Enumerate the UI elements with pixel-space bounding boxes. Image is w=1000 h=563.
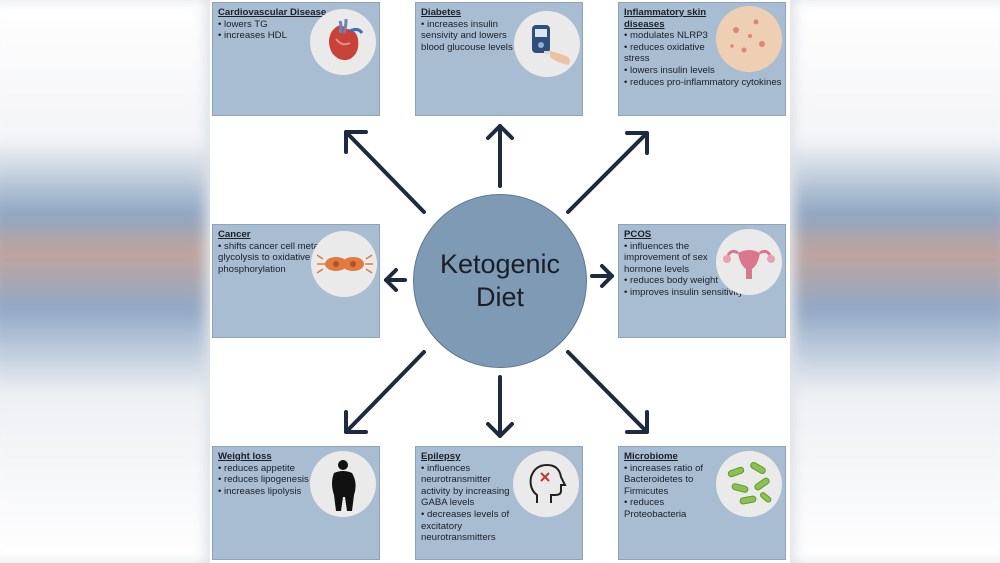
- pcos-point-2: reduces body weight: [624, 275, 784, 287]
- pcos-point-1: influences the improvement of sex hormon…: [624, 241, 722, 276]
- epilepsy-title: Epilepsy: [421, 451, 461, 462]
- skin-point-4: reduces pro-inflammatory cytokines: [624, 77, 784, 89]
- cardio-point-2: increases HDL: [218, 30, 310, 42]
- skin-point-3: lowers insulin levels: [624, 65, 784, 77]
- pcos-title: PCOS: [624, 229, 652, 240]
- microbiome-title: Microbiome: [624, 451, 678, 462]
- pcos-point-3: improves insulin sensitivity: [624, 287, 784, 299]
- cardio-point-1: lowers TG: [218, 19, 310, 31]
- skin-point-1: modulates NLRP3: [624, 30, 784, 42]
- diabetes-point-1: increases insulin sensivity and lowers b…: [421, 19, 521, 54]
- uterus-icon: [716, 229, 782, 295]
- bacteria-icon: [716, 451, 782, 517]
- skin-diseases-box: Inflammatory skin diseases modulates NLR…: [618, 2, 786, 116]
- cardiovascular-box: Cardiovascular Disease lowers TG increas…: [212, 2, 380, 116]
- weight-point-1: reduces appetite: [218, 463, 314, 475]
- weight-point-3: increases lipolysis: [218, 486, 314, 498]
- skin-acne-icon: [716, 6, 782, 72]
- body-silhouette-icon: [310, 451, 376, 517]
- hub-label-line2: Diet: [475, 282, 524, 312]
- microbiome-box: Microbiome increases ratio of Bacteroide…: [618, 446, 786, 560]
- background-left: [0, 0, 205, 563]
- cancer-title: Cancer: [218, 229, 251, 240]
- cancer-box: Cancer shifts cancer cell metabolism fro…: [212, 224, 380, 338]
- glucose-meter-icon: [514, 11, 580, 77]
- skin-title: Inflammatory skin diseases: [624, 7, 707, 30]
- hub-label-line1: Ketogenic: [439, 249, 561, 279]
- pcos-box: PCOS influences the improvement of sex h…: [618, 224, 786, 338]
- background-right: [795, 0, 1000, 563]
- microbiome-point-1: increases ratio of Bacteroidetes to Firm…: [624, 463, 718, 498]
- weight-loss-box: Weight loss reduces appetite reduces lip…: [212, 446, 380, 560]
- epilepsy-box: Epilepsy influences neurotransmitter act…: [415, 446, 583, 560]
- cancer-point-1: shifts cancer cell metabolism from glyco…: [218, 241, 378, 276]
- ketogenic-diet-hub: Ketogenic Diet: [413, 194, 587, 368]
- head-brain-icon: [513, 451, 579, 517]
- heart-icon: [310, 9, 376, 75]
- diabetes-box: Diabetes increases insulin sensivity and…: [415, 2, 583, 116]
- cancer-cell-icon: [311, 231, 377, 297]
- weight-title: Weight loss: [218, 451, 272, 462]
- diabetes-title: Diabetes: [421, 7, 461, 18]
- microbiome-point-2: reduces Proteobacteria: [624, 497, 718, 520]
- skin-point-2: reduces oxidative stress: [624, 42, 714, 65]
- epilepsy-point-2: decreases levels of excitatory neurotran…: [421, 509, 519, 544]
- cardiovascular-title: Cardiovascular Disease: [218, 7, 327, 18]
- weight-point-2: reduces lipogenesis: [218, 474, 314, 486]
- epilepsy-point-1: influences neurotransmitter activity by …: [421, 463, 519, 509]
